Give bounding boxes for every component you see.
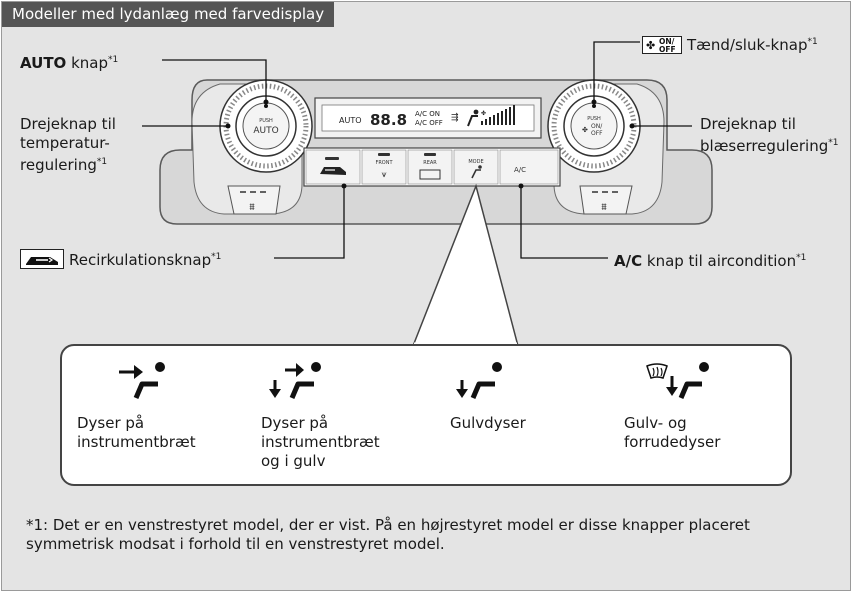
- rear-button-label: REAR: [423, 160, 437, 166]
- left-knob-auto-text: AUTO: [253, 126, 278, 136]
- recirculation-callout: Recirkulationsknap*1: [20, 248, 221, 270]
- right-knob-off-text: OFF: [591, 130, 603, 137]
- left-seat-heater-button[interactable]: ⩩: [227, 185, 281, 215]
- mode-label-floor: Gulvdyser: [450, 414, 526, 432]
- power-note-mark: *1: [807, 37, 818, 47]
- temp-line3: regulering: [20, 156, 97, 174]
- front-button-label: FRONT: [375, 160, 393, 166]
- ac-note-mark: *1: [796, 253, 807, 263]
- auto-note-mark: *1: [108, 55, 119, 65]
- ac-button[interactable]: [499, 149, 559, 185]
- right-knob-fan-icon: ✤: [582, 126, 588, 134]
- svg-text:✤: ✤: [481, 110, 486, 117]
- header-title: Modeller med lydanlæg med farvedisplay: [2, 2, 335, 27]
- ac-button-label: A/C: [514, 166, 526, 174]
- auto-bold-text: AUTO: [20, 54, 67, 72]
- display-fan-bars-icon: ✤: [481, 105, 515, 125]
- recirculation-button[interactable]: [305, 149, 361, 185]
- right-seat-heater-button[interactable]: ⩩: [579, 185, 633, 215]
- power-button-callout: ✤ ON/ OFF Tænd/sluk-knap*1: [642, 33, 818, 55]
- power-icon-on-text: ON/: [659, 37, 675, 46]
- temp-line1: Drejeknap til: [20, 115, 116, 133]
- power-icon-off-text: OFF: [659, 45, 676, 54]
- auto-button-callout: AUTO knap*1: [20, 51, 118, 73]
- mode-button-label: MODE: [468, 159, 483, 165]
- mode-label-dash-floor: Dyser på instrumentbræt og i gulv: [261, 414, 380, 470]
- svg-text:⇶: ⇶: [451, 112, 459, 123]
- display-ac-on-text: A/C ON: [415, 110, 440, 118]
- floor-vent-icon: [456, 362, 502, 399]
- right-knob-push-text: PUSH: [587, 116, 601, 122]
- display-vent-icon: ⇶: [451, 109, 479, 127]
- recirculation-icon: [20, 249, 64, 269]
- svg-text:✤: ✤: [646, 39, 655, 52]
- rear-defrost-button[interactable]: [407, 149, 453, 185]
- fan-line1: Drejeknap til: [700, 115, 796, 133]
- ac-rest-text: knap til aircondition: [642, 252, 797, 270]
- display-auto-text: AUTO: [339, 116, 362, 125]
- recirc-note-mark: *1: [211, 252, 222, 262]
- display-ac-off-text: A/C OFF: [415, 119, 443, 127]
- temp-note-mark: *1: [96, 157, 108, 167]
- front-defrost-icon: ⩛: [381, 170, 386, 180]
- climate-panel: PUSH AUTO PUSH ✤ ON/ OFF AUTO 88.8 A/C O…: [159, 79, 713, 225]
- leader-lines: [142, 41, 692, 347]
- mode-button[interactable]: [453, 149, 499, 185]
- mode-label-dash: Dyser på instrumentbræt: [77, 414, 196, 451]
- temperature-knob-callout: Drejeknap til temperatur- regulering*1: [20, 115, 116, 175]
- fan-line2: blæserregulering: [700, 137, 829, 155]
- temp-line2: temperatur-: [20, 134, 110, 152]
- floor-defrost-vent-icon: [646, 362, 709, 399]
- recirc-text: Recirkulationsknap: [69, 251, 212, 269]
- power-text: Tænd/sluk-knap: [687, 36, 808, 54]
- ac-bold-text: A/C: [614, 252, 643, 270]
- dash-floor-vent-icon: [269, 362, 321, 399]
- fan-knob-callout: Drejeknap til blæserregulering*1: [700, 115, 838, 156]
- display-temp-text: 88.8: [370, 111, 407, 129]
- power-fan-icon: ✤ ON/ OFF: [642, 36, 682, 54]
- ac-button-callout: A/C knap til aircondition*1: [614, 249, 806, 271]
- auto-rest-text: knap: [66, 54, 108, 72]
- fan-note-mark: *1: [828, 138, 839, 148]
- svg-text:⩩: ⩩: [601, 202, 607, 213]
- dash-vent-icon: [119, 362, 165, 399]
- right-knob-on-text: ON/: [591, 123, 603, 130]
- left-knob-push-text: PUSH: [259, 118, 273, 124]
- front-defrost-button[interactable]: [361, 149, 407, 185]
- mode-selection-box: [60, 344, 792, 486]
- footnote: *1: Det er en venstrestyret model, der e…: [26, 516, 750, 553]
- svg-text:⩩: ⩩: [249, 202, 255, 213]
- mode-label-floor-defrost: Gulv- og forrudedyser: [624, 414, 721, 451]
